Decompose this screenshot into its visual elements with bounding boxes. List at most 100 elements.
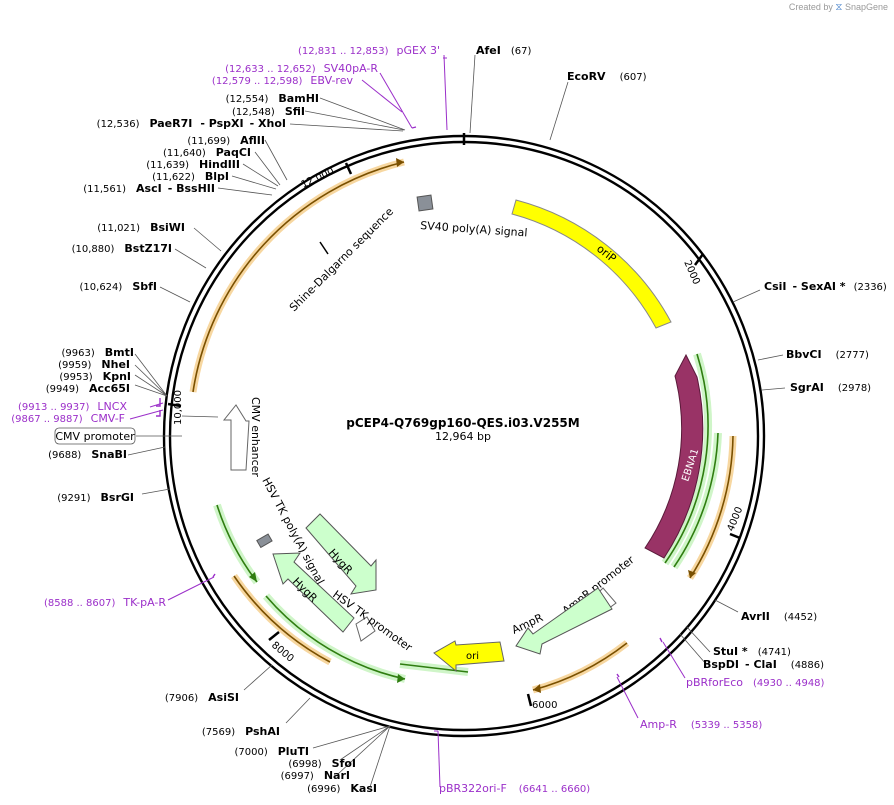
svg-text:(11,639)HindIII: (11,639)HindIII xyxy=(146,158,240,171)
enzyme-position: (7906) xyxy=(165,693,198,704)
svg-text:(10,880)BstZ17I: (10,880)BstZ17I xyxy=(72,242,172,255)
svg-text:CsiI- SexAI *(2336): CsiI- SexAI *(2336) xyxy=(764,280,887,293)
enzyme-name: BamHI xyxy=(278,92,319,105)
svg-text:(9949)Acc65I: (9949)Acc65I xyxy=(46,382,130,395)
primer-name: LNCX xyxy=(97,400,127,413)
enzyme-name: BmtI xyxy=(105,346,134,359)
enzyme-name: PaeR7I xyxy=(149,117,192,130)
enzyme-position: (7569) xyxy=(202,727,235,738)
ebna1-feature[interactable] xyxy=(644,353,704,559)
primer-range: (4930 .. 4948) xyxy=(753,678,825,689)
primer-name: pGEX 3' xyxy=(396,44,440,57)
ori-feature[interactable] xyxy=(433,640,505,673)
hygr-feature-lower[interactable] xyxy=(272,552,355,633)
enzyme-name: SnaBI xyxy=(91,448,127,461)
svg-text:(9963)BmtI: (9963) BmtI xyxy=(62,346,134,359)
enzyme-name: NarI xyxy=(324,769,350,782)
hsv-tk-polya-feature[interactable] xyxy=(256,533,273,549)
sv40-polya-feature[interactable] xyxy=(416,194,434,212)
primer-range: (9913 .. 9937) xyxy=(18,402,90,413)
hygr-feature-upper[interactable] xyxy=(305,513,377,595)
enzyme-position: (2978) xyxy=(838,383,871,394)
svg-text:BspDI- ClaI(4886): BspDI- ClaI(4886) xyxy=(703,658,824,671)
shine-dalgarno-label: Shine-Dalgarno sequence xyxy=(287,205,396,314)
enzyme-position: (6997) xyxy=(281,771,314,782)
svg-text:SgrAI(2978): SgrAI(2978) xyxy=(790,381,871,394)
svg-text:StuI *(4741): StuI *(4741) xyxy=(713,645,791,658)
enzyme-position: (9959) xyxy=(58,360,91,371)
enzyme-name: SfiI xyxy=(285,105,305,118)
svg-text:pBRforEco(4930 .. 4948): pBRforEco (4930 .. 4948) xyxy=(686,676,825,689)
svg-text:BbvCI(2777): BbvCI (2777) xyxy=(786,348,869,361)
primer-range: (12,831 .. 12,853) xyxy=(298,46,389,57)
cmv-promoter-label: CMV promoter xyxy=(55,430,135,443)
ori-label: ori xyxy=(466,651,479,662)
enzyme-position: (12,548) xyxy=(232,107,275,118)
svg-text:(7000)PluTI: (7000)PluTI xyxy=(234,745,309,758)
svg-text:Amp-R(5339 .. 5358): Amp-R(5339 .. 5358) xyxy=(640,718,762,731)
enzyme-name: HindIII xyxy=(199,158,240,171)
tick-label-10000: 10,000 xyxy=(173,390,184,425)
enzyme-position: (9963) xyxy=(62,348,95,359)
orip-feature[interactable] xyxy=(511,199,672,329)
ampr-feature[interactable] xyxy=(515,587,613,655)
enzyme-position: (11,699) xyxy=(187,136,230,147)
enzyme-name: AvrII xyxy=(741,610,770,623)
primer-name: pBR322ori-F xyxy=(439,782,507,795)
cmv-promoter-callout[interactable]: CMV promoter xyxy=(54,415,219,445)
tick-label-2000: 2000 xyxy=(681,259,701,287)
cmv-enhancer-label: CMV enhancer xyxy=(249,397,262,477)
primer-name: SV40pA-R xyxy=(324,62,379,75)
primer-range: (9867 .. 9887) xyxy=(11,414,83,425)
enzyme-position: (6998) xyxy=(288,759,321,770)
enzyme-position: (607) xyxy=(620,72,647,83)
enzyme-position: (2777) xyxy=(836,350,869,361)
enzyme-name: CsiI xyxy=(764,280,786,293)
svg-text:(8588 .. 8607)TK-pA-R: (8588 .. 8607)TK-pA-R xyxy=(44,596,166,609)
enzyme-name: BspDI xyxy=(703,658,739,671)
tick-label-12000: 12,000 xyxy=(300,166,336,191)
enzyme-position: (9949) xyxy=(46,384,79,395)
svg-text:(12,831 .. 12,853)pGEX 3': (12,831 .. 12,853) pGEX 3' xyxy=(298,44,440,57)
svg-text:(6998)SfoI: (6998)SfoI xyxy=(288,757,356,770)
enzyme-name-alt: ClaI xyxy=(753,658,776,671)
enzyme-name-alt: BssHII xyxy=(176,182,215,195)
enzyme-position: (12,554) xyxy=(226,94,269,105)
enzyme-name-alt: PspXI xyxy=(209,117,244,130)
primer-name: Amp-R xyxy=(640,718,677,731)
primer-range: (12,633 .. 12,652) xyxy=(225,64,316,75)
primer-name: pBRforEco xyxy=(686,676,743,689)
primer-labels: (12,831 .. 12,853) pGEX 3' (12,633 .. 12,… xyxy=(11,44,824,795)
enzyme-position: (6996) xyxy=(307,784,340,795)
enzyme-name-alt: SexAI * xyxy=(801,280,846,293)
svg-text:(6997)NarI: (6997) NarI xyxy=(281,769,350,782)
svg-text:(11,021)BsiWI: (11,021) BsiWI xyxy=(97,221,185,234)
enzyme-name: BbvCI xyxy=(786,348,822,361)
enzyme-position: (11,640) xyxy=(163,148,206,159)
enzyme-name: AflII xyxy=(240,134,265,147)
enzyme-name: AfeI xyxy=(476,44,501,57)
svg-text:(9953)KpnI: (9953)KpnI xyxy=(59,370,131,383)
enzyme-name: PluTI xyxy=(278,745,309,758)
enzyme-position: (11,561) xyxy=(83,184,126,195)
svg-text:(9688)SnaBI: (9688)SnaBI xyxy=(48,448,127,461)
enzyme-name: NheI xyxy=(101,358,130,371)
hsv-tk-promoter-feature[interactable] xyxy=(355,616,376,642)
enzyme-position: (11,021) xyxy=(97,223,140,234)
svg-text:(11,699)AflII: (11,699) AflII xyxy=(187,134,265,147)
svg-text:(9291)BsrGI: (9291)BsrGI xyxy=(57,491,134,504)
cmv-enhancer-feature[interactable] xyxy=(222,404,250,471)
primer-range: (8588 .. 8607) xyxy=(44,598,116,609)
svg-text:(12,579 .. 12,598)EBV-rev: (12,579 .. 12,598)EBV-rev xyxy=(212,74,354,87)
enzyme-position: (4886) xyxy=(791,660,824,671)
primer-name: CMV-F xyxy=(91,412,125,425)
svg-text:AvrII(4452): AvrII(4452) xyxy=(741,610,817,623)
enzyme-name: BsrGI xyxy=(101,491,134,504)
enzyme-name: EcoRV xyxy=(567,70,606,83)
svg-text:(10,624)SbfI: (10,624)SbfI xyxy=(80,280,157,293)
primer-range: (12,579 .. 12,598) xyxy=(212,76,303,87)
svg-text:(12,536)PaeR7I- PspXI- XhoI: (12,536)PaeR7I- PspXI- XhoI xyxy=(97,117,286,130)
plasmid-name: pCEP4-Q769gp160-QES.i03.V255M xyxy=(346,416,579,430)
enzyme-name: BsiWI xyxy=(150,221,185,234)
